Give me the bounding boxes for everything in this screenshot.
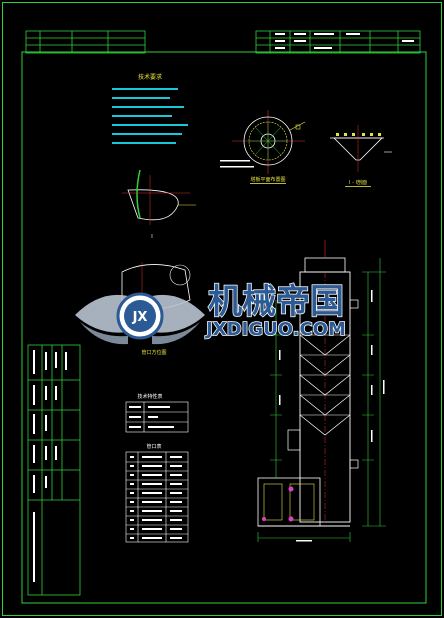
left-title-block <box>27 344 81 596</box>
top-right-revision-block <box>255 30 421 54</box>
watermark-cn-text: 机械帝国 <box>208 282 344 322</box>
watermark-en-text: JXDIGUO.COM <box>204 319 346 340</box>
characteristics-table <box>125 401 189 433</box>
section-view-label-underline <box>345 186 371 187</box>
plate-plan-view <box>232 110 306 174</box>
plate-plan-view-label: 塔板平面布置图 <box>250 176 285 183</box>
tech-requirements-lines <box>112 88 188 144</box>
watermark-logo <box>75 292 205 345</box>
nozzle-orientation-label: 管口方位图 <box>141 349 166 356</box>
tower-dimension-text <box>279 290 385 542</box>
top-right-revision-marks <box>275 33 414 49</box>
plate-plan-notes <box>220 160 254 168</box>
watermark-badge-text: JX <box>132 310 148 325</box>
section-view-label: I - I剖面 <box>349 179 367 186</box>
detail-view-left <box>122 169 196 225</box>
nozzle-table-text <box>130 456 182 539</box>
nozzle-table-title: 管口表 <box>146 443 161 450</box>
drawing-inner-frame <box>21 51 427 604</box>
nozzle-table <box>125 451 189 543</box>
characteristics-table-text <box>129 406 174 428</box>
detail-view-left-label: I <box>151 234 152 240</box>
characteristics-table-title: 技术特性表 <box>137 393 162 400</box>
top-left-title-block <box>25 30 146 54</box>
plate-plan-view-label-underline <box>250 183 286 184</box>
section-view <box>330 125 392 172</box>
left-title-block-text-marks <box>33 350 67 582</box>
tower-elevation <box>257 240 386 542</box>
tech-requirements-title: 技术要求 <box>138 73 162 81</box>
